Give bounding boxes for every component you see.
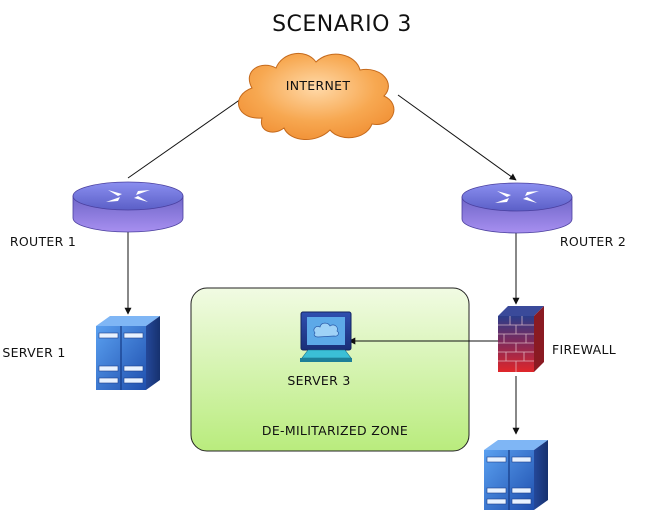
- dmz-label: DE-MILITARIZED ZONE: [262, 423, 408, 438]
- server-1-icon: [96, 316, 160, 390]
- internet-cloud-icon: [238, 53, 395, 140]
- link-internet-router2: [397, 94, 517, 181]
- router-1-label: ROUTER 1: [10, 234, 76, 249]
- diagram-title: SCENARIO 3: [272, 12, 412, 37]
- connections: [124, 91, 520, 435]
- router-2-label: ROUTER 2: [560, 234, 626, 249]
- internal-server-icon: [484, 440, 548, 510]
- server-1-label: SERVER 1: [2, 345, 65, 360]
- server-3-icon: [300, 311, 352, 362]
- server-3-label: SERVER 3: [287, 373, 350, 388]
- router-2-icon: [461, 182, 573, 234]
- link-router1-internet: [127, 91, 252, 179]
- dmz-zone: [190, 287, 470, 452]
- router-1-icon: [72, 181, 184, 233]
- firewall-icon: [498, 306, 544, 372]
- firewall-label: FIREWALL: [552, 342, 616, 357]
- internet-label: INTERNET: [286, 78, 351, 93]
